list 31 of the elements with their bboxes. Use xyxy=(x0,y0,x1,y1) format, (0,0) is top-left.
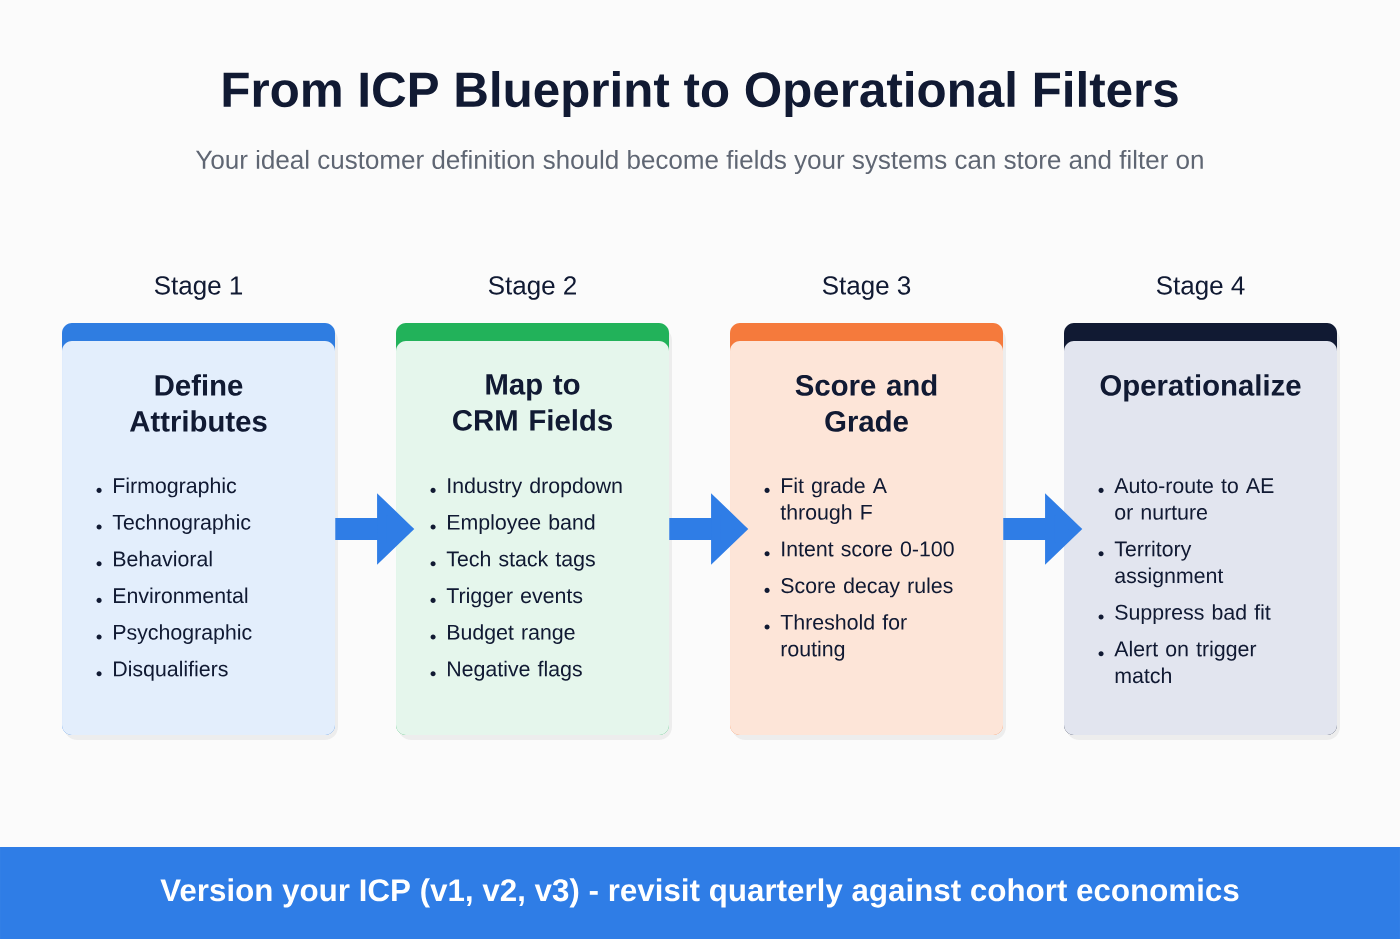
bullet-item: Behavioral xyxy=(114,550,212,567)
footer-banner: Version your ICP (v1, v2, v3) - revisit quarterly against cohort economics xyxy=(0,847,1400,939)
stage-label: Stage 3 xyxy=(822,276,911,300)
bullet-item: Technographic xyxy=(112,514,251,535)
bullet-item: Intent score 0-100 xyxy=(782,541,954,557)
bullet-item: Disqualifiers xyxy=(114,660,228,681)
bullet-item: Psychographic xyxy=(114,624,252,645)
card-heading: Map to CRM Fields xyxy=(453,374,612,431)
bullet-item: Alert on trigger match xyxy=(1114,640,1257,684)
bullet-item: Employee band xyxy=(448,514,595,535)
bullet-item: Territory assignment xyxy=(1114,540,1224,588)
stage-label: Stage 4 xyxy=(1156,276,1245,300)
stage-label: Stage 2 xyxy=(488,276,576,300)
bullet-item: Trigger events xyxy=(446,587,583,608)
bullet-item: Auto-route to AE or nurture xyxy=(1114,478,1274,520)
bullet-item: Industry dropdown xyxy=(448,477,622,498)
bullet-item: Suppress bad fit xyxy=(1115,604,1271,625)
subtitle: Your ideal customer definition should become fields your systems can store and filter on xyxy=(195,149,1203,175)
bullet-item: Fit grade A through F xyxy=(780,477,887,525)
bullet-item: Environmental xyxy=(114,587,248,604)
bullet-item: Tech stack tags xyxy=(446,550,595,571)
card-heading: Define Attributes xyxy=(130,374,267,432)
bullet-item: Negative flags xyxy=(448,660,582,681)
card-heading: Score and Grade xyxy=(795,374,937,432)
bullet-item: Score decay rules xyxy=(781,577,953,598)
card-heading: Operationalize xyxy=(1100,374,1301,402)
bullet-item: Budget range xyxy=(448,624,575,645)
title: From ICP Blueprint to Operational Filters xyxy=(223,71,1178,117)
bullet-item: Threshold for routing xyxy=(780,614,907,661)
stage-label: Stage 1 xyxy=(154,276,243,300)
bullet-item: Firmographic xyxy=(114,477,237,498)
